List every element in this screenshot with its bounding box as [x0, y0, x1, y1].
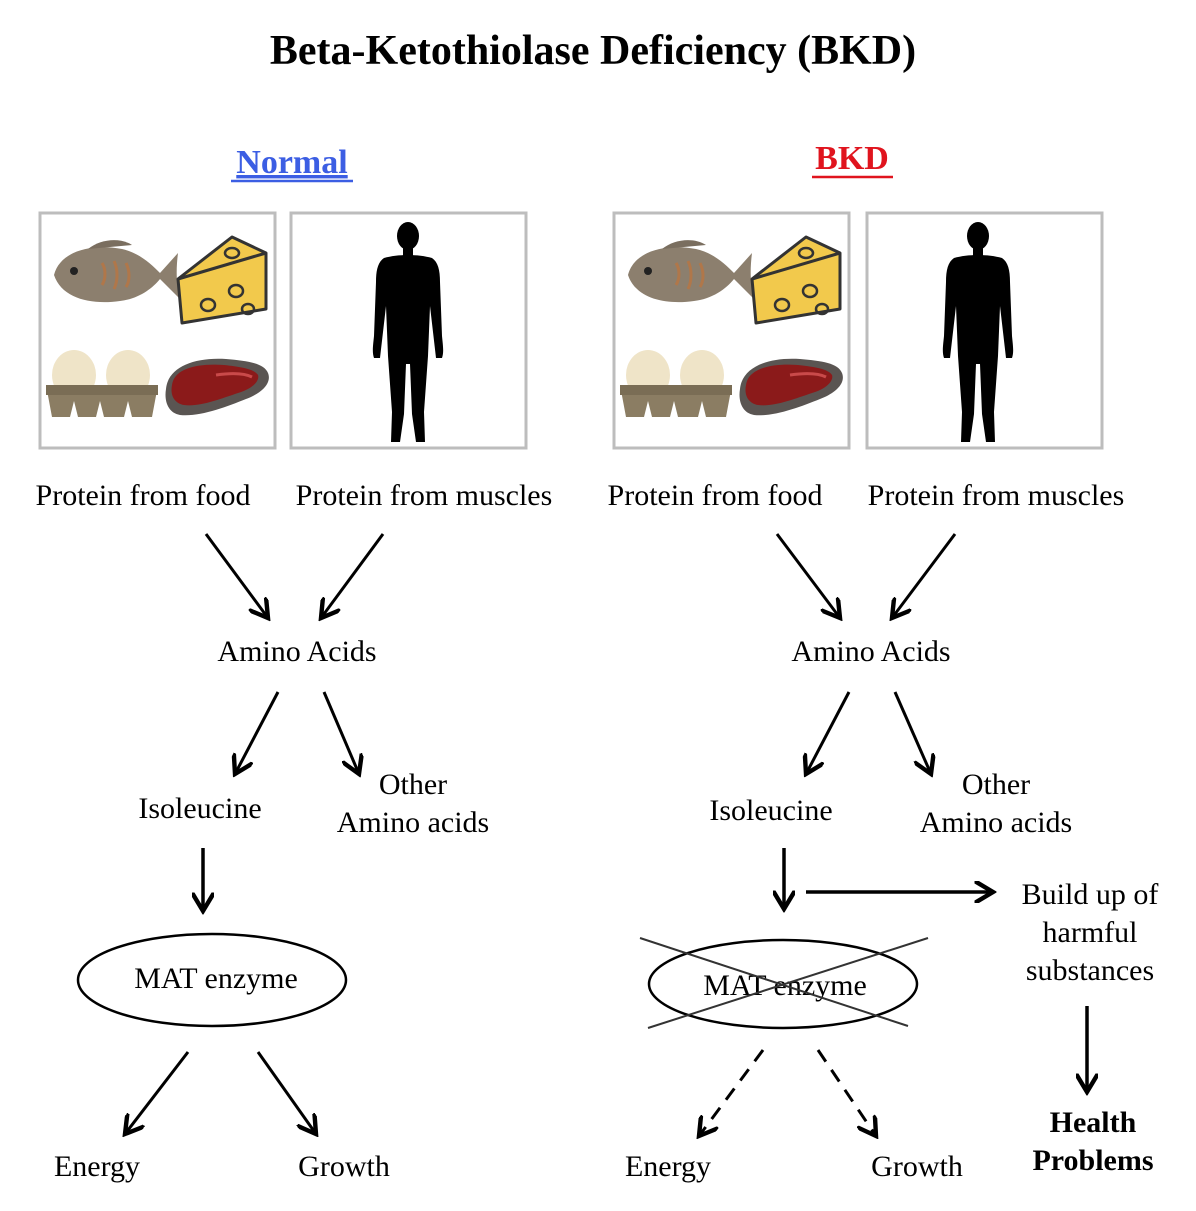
normal-energy-label: Energy [54, 1150, 140, 1183]
bkd-dashed-arrow-to-growth [816, 1049, 876, 1136]
normal-heading: Normal [236, 144, 347, 181]
buildup-label-1: Build up of [1022, 878, 1159, 911]
bkd-arrow-muscles-to-amino [892, 533, 957, 618]
arrow-muscles-to-amino [321, 533, 385, 618]
normal-growth-label: Growth [298, 1150, 390, 1183]
arrow-enzyme-to-growth [256, 1051, 316, 1134]
bkd-panel: BKD Protein from food Protein from muscl… [608, 140, 1159, 1183]
buildup-label-2: harmful [1043, 916, 1138, 949]
bkd-energy-label: Energy [625, 1150, 711, 1183]
normal-panel: Normal Protein from food Protein from mu… [36, 144, 553, 1183]
normal-food-box [38, 211, 277, 450]
bkd-isoleucine-label: Isoleucine [709, 794, 832, 827]
bkd-heading: BKD [815, 140, 889, 177]
bkd-growth-label: Growth [871, 1150, 963, 1183]
bkd-arrow-amino-to-other [893, 691, 931, 774]
normal-other-label-1: Other [379, 768, 447, 801]
normal-enzyme-label: MAT enzyme [134, 962, 298, 995]
bkd-muscle-box [865, 211, 1104, 450]
bkd-protein-food-label: Protein from food [608, 479, 823, 512]
arrow-enzyme-to-energy [125, 1051, 190, 1134]
health-problems-label-1: Health [1050, 1106, 1137, 1139]
buildup-label-3: substances [1026, 954, 1154, 987]
bkd-dashed-arrow-to-energy [699, 1049, 765, 1136]
normal-muscle-box [289, 211, 528, 450]
health-problems-label-2: Problems [1032, 1144, 1153, 1177]
arrow-amino-to-other [322, 691, 359, 774]
page-title: Beta-Ketothiolase Deficiency (BKD) [270, 28, 916, 74]
normal-other-label-2: Amino acids [337, 806, 489, 839]
bkd-food-box [612, 211, 851, 450]
normal-protein-food-label: Protein from food [36, 479, 251, 512]
bkd-arrow-food-to-amino [775, 533, 840, 618]
normal-isoleucine-label: Isoleucine [138, 792, 261, 825]
bkd-arrow-amino-to-isoleucine [806, 691, 851, 774]
bkd-other-label-1: Other [962, 768, 1030, 801]
bkd-amino-acids-label: Amino Acids [791, 635, 950, 668]
enzyme-cross-out [639, 937, 929, 1029]
arrow-amino-to-isoleucine [235, 691, 280, 774]
normal-protein-muscles-label: Protein from muscles [296, 479, 553, 512]
normal-enzyme-ellipse [76, 932, 348, 1028]
bkd-other-label-2: Amino acids [920, 806, 1072, 839]
bkd-protein-muscles-label: Protein from muscles [868, 479, 1125, 512]
normal-amino-acids-label: Amino Acids [217, 635, 376, 668]
arrow-food-to-amino [204, 533, 268, 618]
